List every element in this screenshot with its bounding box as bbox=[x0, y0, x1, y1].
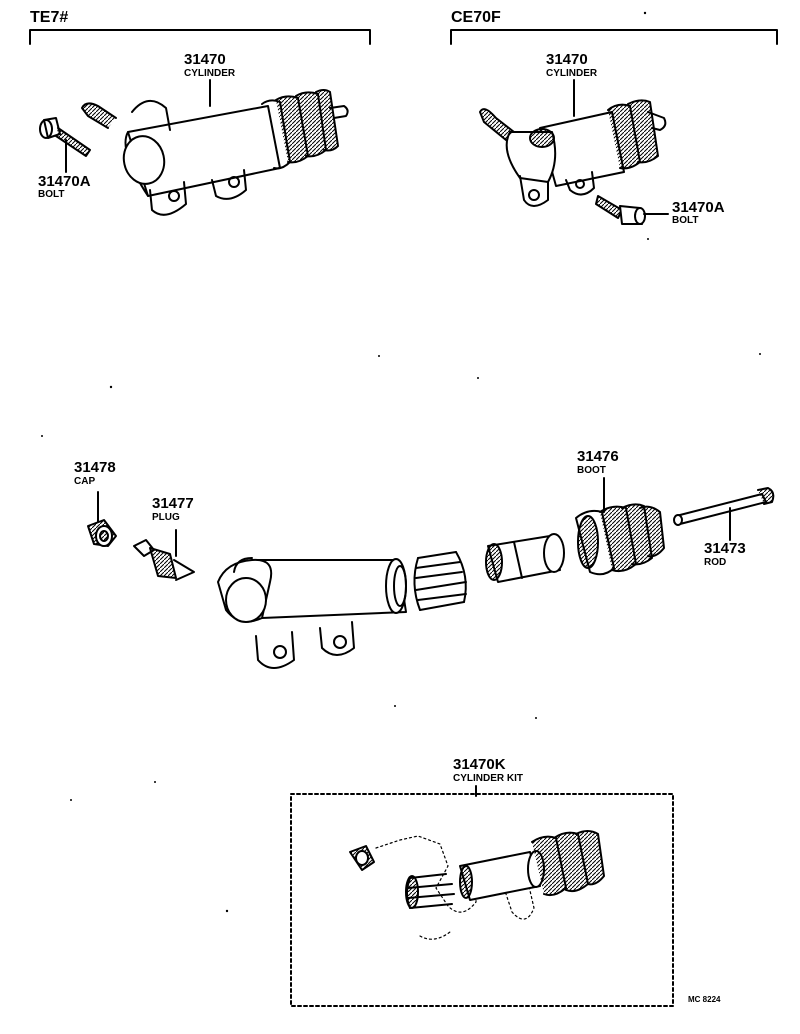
cylinder-body-exploded bbox=[217, 557, 407, 669]
label-kit-number: 31470K bbox=[453, 756, 506, 773]
label-bolt-te7-number: 31470A bbox=[38, 173, 91, 190]
label-boot-name: BOOT bbox=[577, 465, 606, 476]
cylinder-te7 bbox=[81, 89, 349, 216]
label-bolt-ce70f-number: 31470A bbox=[672, 199, 725, 216]
kit-boundary bbox=[290, 793, 674, 1007]
boot-part bbox=[575, 503, 665, 576]
kit-contents bbox=[349, 830, 605, 940]
scan-noise bbox=[41, 11, 761, 913]
label-cyl-ce70f-number: 31470 bbox=[546, 51, 588, 68]
piston-part bbox=[485, 533, 565, 583]
te7-group-bracket bbox=[29, 29, 371, 45]
header-ce70f: CE70F bbox=[451, 9, 501, 26]
bolt-te7 bbox=[39, 117, 91, 157]
label-cyl-te7-number: 31470 bbox=[184, 51, 226, 68]
label-cap-number: 31478 bbox=[74, 459, 116, 476]
diagram-code: MC 8224 bbox=[688, 995, 721, 1004]
header-te7: TE7# bbox=[30, 9, 69, 26]
label-cap-name: CAP bbox=[74, 476, 96, 487]
label-bolt-te7-name: BOLT bbox=[38, 189, 65, 200]
rod-part bbox=[673, 487, 775, 526]
label-kit-name: CYLINDER KIT bbox=[453, 773, 523, 784]
cylinder-ce70f bbox=[479, 99, 667, 207]
label-cyl-te7-name: CYLINDER bbox=[184, 68, 236, 79]
cap-part bbox=[87, 519, 117, 547]
spring-part bbox=[413, 551, 467, 611]
label-plug-name: PLUG bbox=[152, 512, 180, 523]
label-cyl-ce70f-name: CYLINDER bbox=[546, 68, 598, 79]
label-rod-number: 31473 bbox=[704, 540, 746, 557]
label-boot-number: 31476 bbox=[577, 448, 619, 465]
ce70f-group-bracket bbox=[450, 29, 778, 45]
label-plug-number: 31477 bbox=[152, 495, 194, 512]
plug-part bbox=[133, 539, 195, 581]
label-bolt-ce70f-name: BOLT bbox=[672, 215, 699, 226]
bolt-ce70f bbox=[595, 195, 646, 225]
label-rod-name: ROD bbox=[704, 557, 727, 568]
